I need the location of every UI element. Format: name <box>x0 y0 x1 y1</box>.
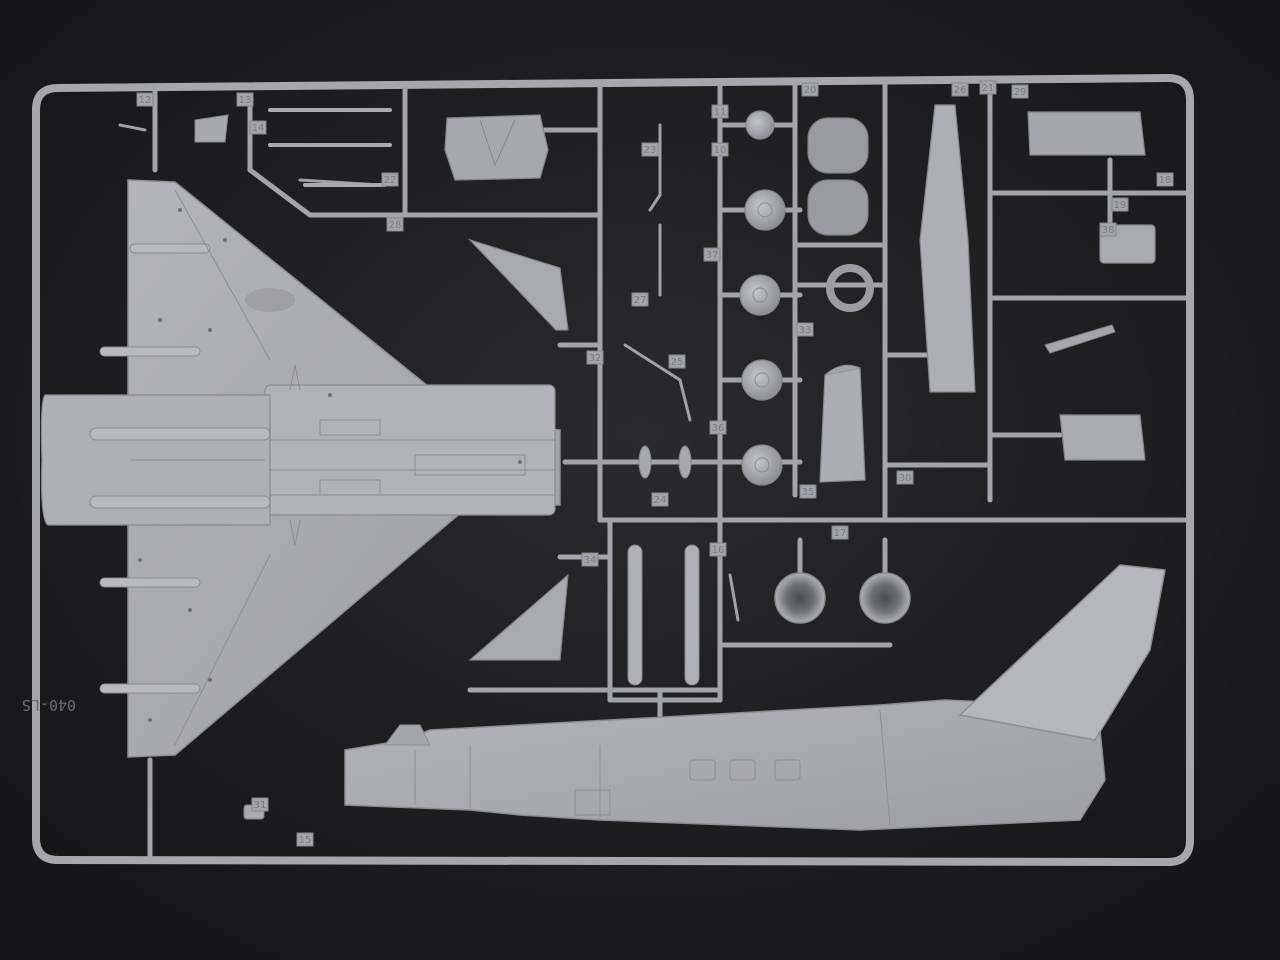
part-tag-box <box>1011 84 1029 99</box>
part-tag-number: 16 <box>712 545 725 556</box>
part-tag-box <box>581 552 599 567</box>
part-tag-number: 35 <box>802 487 815 498</box>
pitot-disc-1 <box>638 445 652 479</box>
ring-part <box>826 264 874 312</box>
wheel-parts <box>739 110 786 486</box>
sprue-frame <box>32 74 1194 866</box>
flap-part-lower <box>468 573 569 661</box>
part-tag-number: 27 <box>634 295 647 306</box>
part-tag-box <box>951 82 969 97</box>
part-tag-box <box>979 80 997 95</box>
sprue-stamp: 040-LS <box>22 696 76 714</box>
part-tag-box <box>703 247 721 262</box>
part-tag-number: 18 <box>1159 175 1172 186</box>
nose-cone-part <box>819 367 866 483</box>
part-tag-box <box>709 542 727 557</box>
part-tag-box <box>799 484 817 499</box>
part-tag-number: 23 <box>644 145 657 156</box>
part-tag-number: 37 <box>706 250 719 261</box>
part-tag-box <box>631 292 649 307</box>
canopy-part <box>444 114 549 181</box>
part-number-tags: 12 13 14 28 22 11 10 20 21 18 19 24 25 37 36 33 32 34 35 30… <box>136 80 1174 847</box>
part-tag-box <box>586 350 604 365</box>
part-tag-box <box>1111 197 1129 212</box>
part-tag-box <box>796 322 814 337</box>
part-tag-number: 36 <box>712 423 725 434</box>
part-tag-number: 19 <box>1114 200 1127 211</box>
part-tag-box <box>381 172 399 187</box>
part-tag-number: 24 <box>654 495 667 506</box>
part-tag-box <box>711 142 729 157</box>
landing-gear-struts <box>118 123 740 622</box>
part-tag-number: 22 <box>384 175 397 186</box>
part-tag-box <box>711 104 729 119</box>
lower-wing-part <box>40 179 561 758</box>
part-tag-number: 31 <box>254 800 267 811</box>
flap-part-upper <box>467 238 569 331</box>
part-tag-box <box>641 142 659 157</box>
part-tag-number: 32 <box>589 353 602 364</box>
part-tag-number: 34 <box>584 555 597 566</box>
fuselage-side-part <box>344 564 1166 831</box>
airbrake-part <box>1059 414 1146 461</box>
part-tag-box <box>831 525 849 540</box>
part-tag-box <box>296 832 314 847</box>
part-tag-number: 20 <box>804 85 817 96</box>
part-tag-number: 13 <box>239 95 252 106</box>
spine-part <box>919 104 976 393</box>
part-tag-box <box>236 92 254 107</box>
rod-parts <box>268 108 392 187</box>
part-tag-box <box>136 92 154 107</box>
part-tag-box <box>1156 172 1174 187</box>
part-tag-number: 15 <box>299 835 312 846</box>
part-tag-number: 14 <box>252 123 265 134</box>
part-tag-box <box>709 420 727 435</box>
small-part-topleft <box>194 114 229 143</box>
part-tag-box <box>896 470 914 485</box>
part-tag-number: 29 <box>1014 87 1027 98</box>
part-tag-number: 26 <box>954 85 967 96</box>
part-tag-number: 30 <box>899 473 912 484</box>
exhaust-nozzle-parts <box>774 572 911 624</box>
part-tag-box <box>386 217 404 232</box>
part-tag-number: 38 <box>1102 225 1115 236</box>
antenna-part <box>1044 324 1116 354</box>
part-tag-number: 21 <box>982 83 995 94</box>
part-tag-number: 33 <box>799 325 812 336</box>
part-tag-number: 10 <box>714 145 727 156</box>
part-tag-box <box>651 492 669 507</box>
part-tag-number: 12 <box>139 95 152 106</box>
part-tag-box <box>668 354 686 369</box>
part-tag-number: 11 <box>714 107 727 118</box>
drop-tank-parts <box>627 544 700 686</box>
part-tag-box <box>801 82 819 97</box>
part-tag-box <box>251 797 269 812</box>
part-tag-number: 28 <box>389 220 402 231</box>
part-tag-number: 17 <box>834 528 847 539</box>
part-tag-number: 25 <box>671 357 684 368</box>
part-tag-box <box>1099 222 1117 237</box>
intake-cover-parts <box>807 117 869 236</box>
part-tag-box <box>249 120 267 135</box>
pitot-disc-2 <box>678 445 692 479</box>
intake-part <box>1027 111 1146 156</box>
